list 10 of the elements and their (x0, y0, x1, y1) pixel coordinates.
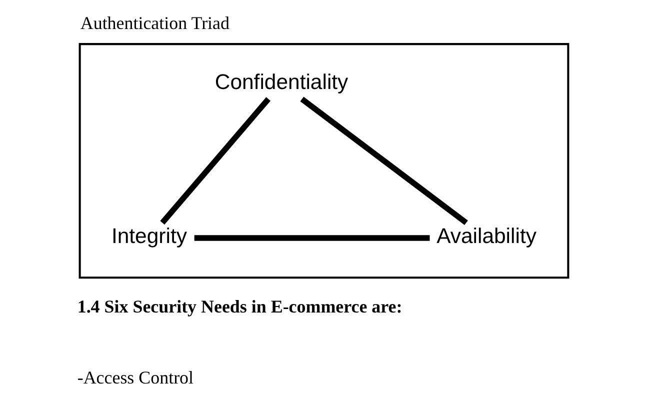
connector (160, 97, 270, 225)
node-text: Confidentiality (214, 70, 348, 94)
node-text: Availability (436, 225, 536, 248)
diagram-title: Authentication Triad (80, 13, 229, 34)
cluster (78, 43, 569, 279)
label: -Access Control (76, 367, 194, 388)
connector (194, 235, 430, 241)
node-text: Integrity (110, 225, 186, 248)
connector (300, 96, 468, 225)
label: 1.4 Six Security Needs in E-commerce are: (76, 296, 402, 316)
